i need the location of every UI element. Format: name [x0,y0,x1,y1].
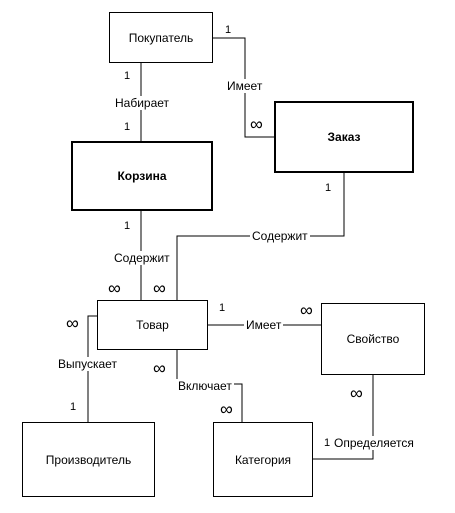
cardinality-one: 1 [124,121,131,133]
entity-svoystvo: Свойство [321,303,425,375]
cardinality-many: ∞ [153,358,166,378]
cardinality-one: 1 [324,437,331,449]
relation-label-tovar-kategoriya: Включает [176,379,234,393]
entity-label: Товар [136,318,169,332]
entity-zakaz: Заказ [274,101,414,173]
cardinality-one: 1 [219,302,226,314]
line-kategoriya-svoystvo [313,375,374,460]
relation-label-kategoriya-svoystvo: Определяется [332,436,416,450]
entity-label: Покупатель [128,30,194,45]
entity-label: Производитель [45,452,132,467]
entity-label: Свойство [346,332,400,346]
entity-proizvoditel: Производитель [22,422,155,497]
entity-label: Категория [234,452,292,467]
line-tovar-proizvoditel [87,315,97,422]
entity-korzina: Корзина [71,141,213,211]
cardinality-one: 1 [124,70,131,82]
cardinality-many: ∞ [153,278,166,298]
cardinality-one: 1 [124,220,131,232]
relation-label-tovar-svoystvo: Имеет [244,318,284,332]
cardinality-one: 1 [325,182,332,194]
entity-label: Заказ [327,130,361,144]
entity-pokupatel: Покупатель [109,12,213,63]
cardinality-many: ∞ [108,278,121,298]
cardinality-many: ∞ [250,114,263,134]
entity-kategoriya: Категория [213,422,313,497]
cardinality-many: ∞ [220,399,233,419]
cardinality-many: ∞ [300,300,313,320]
relation-label-zakaz-tovar: Содержит [250,229,310,243]
relation-label-tovar-proizvoditel: Выпускает [56,357,119,371]
cardinality-many: ∞ [66,313,79,333]
cardinality-many: ∞ [350,383,363,403]
entity-tovar: Товар [97,300,208,350]
relation-label-pokupatel-korzina: Набирает [113,96,172,110]
relation-label-korzina-tovar: Содержит [112,251,172,265]
cardinality-one: 1 [70,401,77,413]
cardinality-one: 1 [225,24,232,36]
relation-label-pokupatel-zakaz: Имеет [225,79,265,93]
entity-label: Корзина [117,169,167,183]
